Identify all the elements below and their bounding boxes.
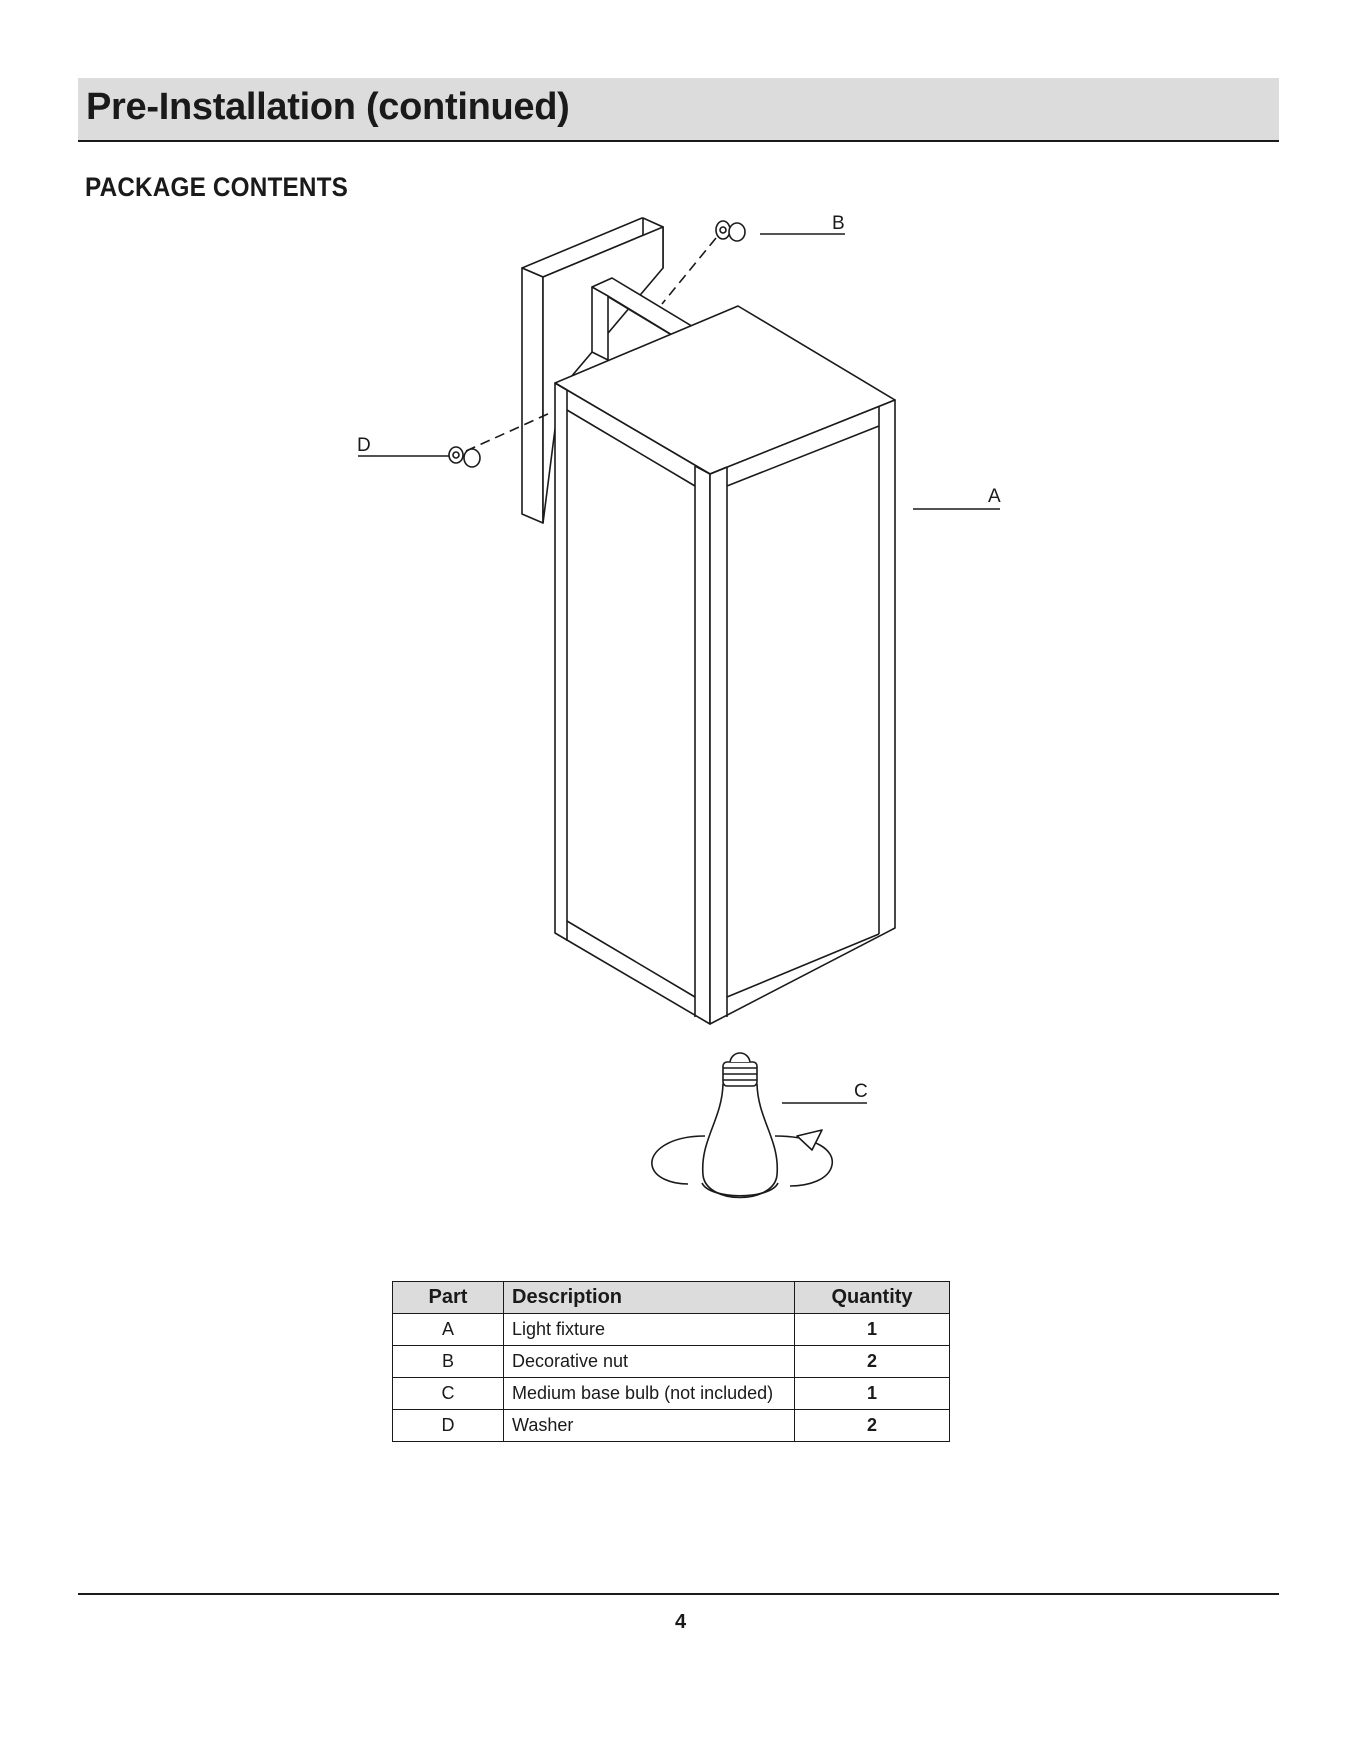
quantity-cell: 1 (795, 1314, 950, 1346)
page-number: 4 (0, 1611, 1361, 1634)
callout-a: A (988, 486, 1001, 507)
column-header-description: Description (504, 1282, 795, 1314)
quantity-cell: 2 (795, 1410, 950, 1442)
column-header-part: Part (393, 1282, 504, 1314)
table-row: B Decorative nut 2 (393, 1346, 950, 1378)
description-cell: Decorative nut (504, 1346, 795, 1378)
description-cell: Washer (504, 1410, 795, 1442)
callout-c: C (854, 1081, 868, 1102)
description-cell: Medium base bulb (not included) (504, 1378, 795, 1410)
table-row: D Washer 2 (393, 1410, 950, 1442)
footer-divider (78, 1593, 1279, 1595)
lantern-body (555, 306, 895, 1024)
description-cell: Light fixture (504, 1314, 795, 1346)
part-cell: C (393, 1378, 504, 1410)
package-contents-table: Part Description Quantity A Light fixtur… (392, 1281, 950, 1442)
part-cell: A (393, 1314, 504, 1346)
quantity-cell: 1 (795, 1378, 950, 1410)
part-cell: D (393, 1410, 504, 1442)
part-cell: B (393, 1346, 504, 1378)
table-header-row: Part Description Quantity (393, 1282, 950, 1314)
column-header-quantity: Quantity (795, 1282, 950, 1314)
table-row: C Medium base bulb (not included) 1 (393, 1378, 950, 1410)
callout-d: D (357, 435, 371, 456)
decorative-nut-b (716, 221, 745, 241)
callout-b: B (832, 213, 845, 234)
washer-d (449, 447, 480, 467)
table-row: A Light fixture 1 (393, 1314, 950, 1346)
quantity-cell: 2 (795, 1346, 950, 1378)
bulb-c (652, 1053, 832, 1198)
package-contents-diagram: B D A C (0, 0, 1361, 1250)
